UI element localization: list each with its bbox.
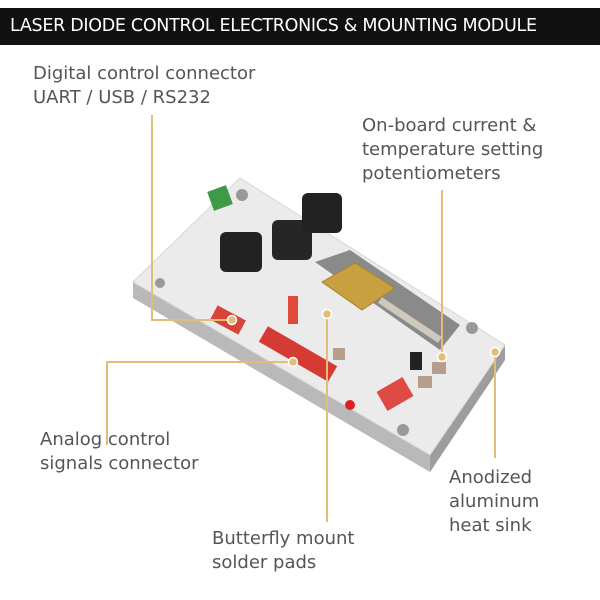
screw bbox=[466, 322, 478, 334]
callout-line-digital bbox=[151, 115, 232, 321]
jumper bbox=[288, 296, 298, 324]
callout-dot bbox=[226, 314, 238, 326]
callout-dot bbox=[321, 308, 333, 320]
label-line: signals connector bbox=[40, 453, 199, 474]
heat-sink-side bbox=[133, 282, 430, 472]
label-line: heat sink bbox=[449, 515, 532, 536]
screw bbox=[397, 424, 409, 436]
label-line: Butterfly mount bbox=[212, 528, 355, 549]
fiber bbox=[378, 297, 442, 343]
inductor bbox=[302, 193, 342, 233]
label-line: Analog control bbox=[40, 429, 171, 450]
label-line: UART / USB / RS232 bbox=[33, 87, 211, 108]
callout-dot bbox=[436, 351, 448, 363]
jumper-black bbox=[410, 352, 422, 370]
label-butterfly-pads: Butterfly mount solder pads bbox=[212, 527, 354, 575]
potentiometer bbox=[432, 362, 446, 374]
dip-switch bbox=[376, 376, 414, 412]
label-line: Anodized bbox=[449, 467, 533, 488]
callout-dot bbox=[489, 346, 501, 358]
label-line: temperature setting bbox=[362, 139, 544, 160]
heat-sink-side-right bbox=[430, 345, 505, 472]
led bbox=[345, 400, 355, 410]
label-potentiometers: On-board current & temperature setting p… bbox=[362, 114, 543, 186]
label-line: On-board current & bbox=[362, 115, 537, 136]
label-line: Digital control connector bbox=[33, 63, 256, 84]
label-line: solder pads bbox=[212, 552, 317, 573]
butterfly-laser-package bbox=[321, 262, 396, 311]
callout-dot bbox=[287, 356, 299, 368]
screw bbox=[236, 189, 248, 201]
inductor bbox=[272, 220, 312, 260]
screw bbox=[155, 278, 165, 288]
label-heat-sink: Anodized aluminum heat sink bbox=[449, 466, 539, 538]
analog-connector bbox=[258, 326, 338, 382]
label-digital-connector: Digital control connector UART / USB / R… bbox=[33, 62, 255, 110]
potentiometer bbox=[333, 348, 345, 360]
label-line: aluminum bbox=[449, 491, 540, 512]
inductor bbox=[220, 232, 262, 272]
label-line: potentiometers bbox=[362, 163, 501, 184]
callout-line-analog bbox=[106, 361, 293, 445]
page-title: LASER DIODE CONTROL ELECTRONICS & MOUNTI… bbox=[0, 8, 600, 45]
terminal-block bbox=[207, 185, 233, 211]
potentiometer bbox=[418, 376, 432, 388]
label-analog-connector: Analog control signals connector bbox=[40, 428, 199, 476]
